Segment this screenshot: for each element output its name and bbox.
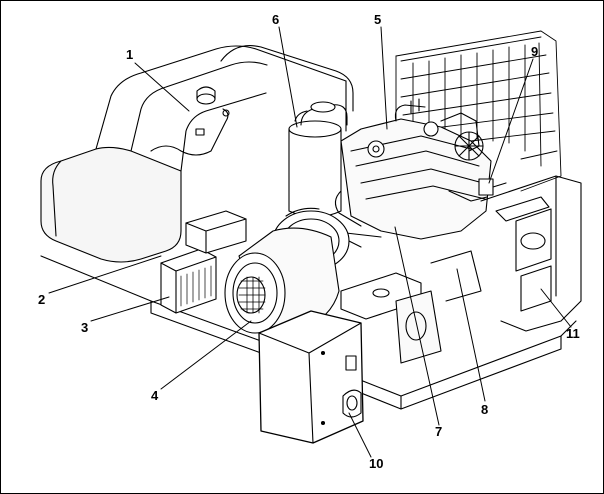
mesh-guard xyxy=(395,30,562,192)
leader-lines xyxy=(48,26,572,458)
leader-7 xyxy=(394,226,440,426)
leader-9 xyxy=(488,58,534,184)
callout-5: 5 xyxy=(374,12,382,27)
leader-10 xyxy=(348,412,372,458)
callout-10: 10 xyxy=(369,456,384,471)
callout-1: 1 xyxy=(126,47,134,62)
callout-6: 6 xyxy=(272,12,280,27)
leader-4 xyxy=(160,320,252,390)
leader-1 xyxy=(134,62,190,112)
side-frame xyxy=(480,175,582,332)
leader-5 xyxy=(380,26,388,130)
callout-11: 11 xyxy=(566,326,580,341)
callout-8: 8 xyxy=(481,402,489,417)
callout-4: 4 xyxy=(151,388,159,403)
leader-6 xyxy=(278,26,298,128)
lifting-bracket xyxy=(340,250,482,364)
callout-7: 7 xyxy=(435,424,443,439)
leader-11 xyxy=(540,288,572,328)
callout-3: 3 xyxy=(81,320,89,335)
leader-3 xyxy=(90,296,170,322)
battery-box xyxy=(160,210,247,314)
leader-2 xyxy=(48,255,162,294)
leader-8 xyxy=(456,268,486,402)
control-panel xyxy=(258,310,364,444)
fuel-tank xyxy=(40,45,354,263)
engine-accessory xyxy=(478,178,507,196)
generator xyxy=(224,227,340,334)
engine xyxy=(300,98,492,240)
callout-9: 9 xyxy=(531,44,539,59)
callout-2: 2 xyxy=(38,292,46,307)
muffler xyxy=(288,101,348,218)
